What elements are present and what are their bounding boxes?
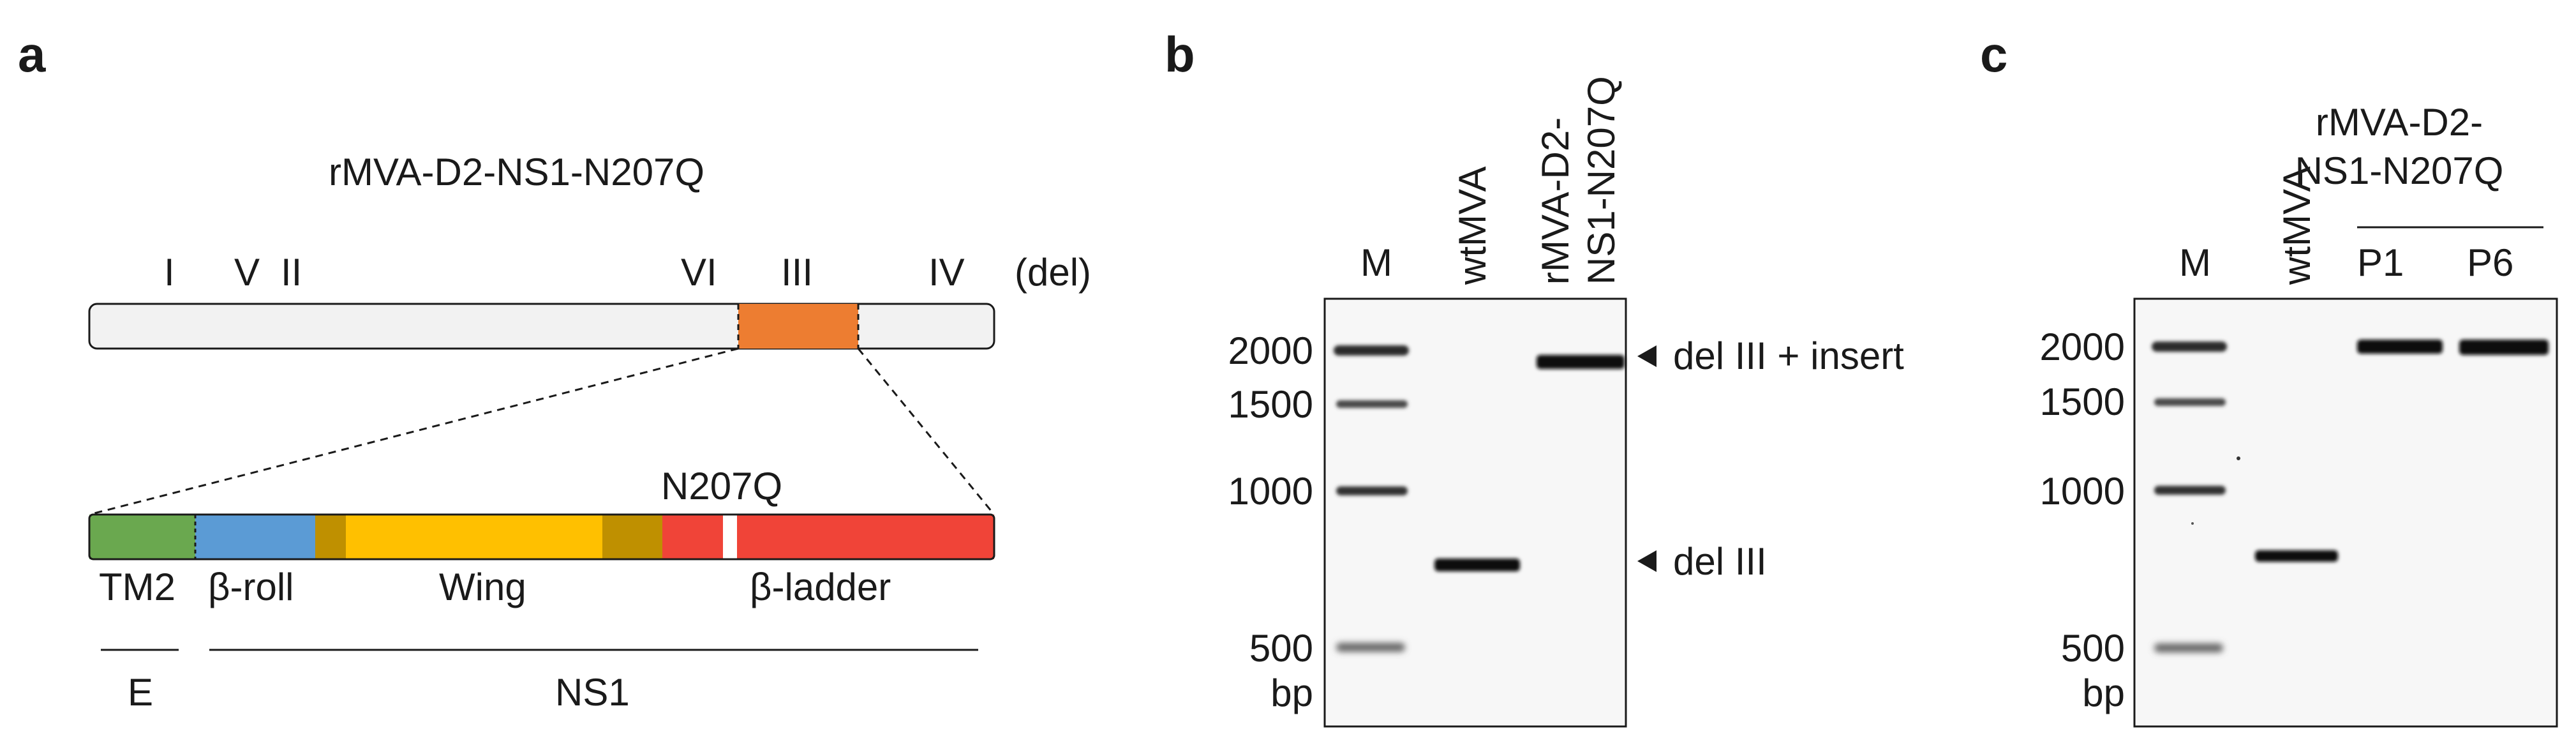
gel-c: [2133, 297, 2558, 728]
gel-speck-2: [2191, 522, 2194, 525]
lane-c-p6-label: P6: [2467, 241, 2513, 284]
group-e: E: [128, 671, 153, 714]
beta-roll-segment: [195, 515, 315, 559]
domain-wing: Wing: [439, 566, 526, 608]
del-site-iii: III: [781, 251, 813, 294]
beta-ladder-segment: [662, 515, 994, 559]
construct-title: rMVA-D2-NS1-N207Q: [329, 151, 704, 193]
marker-tick-500: 500: [1249, 627, 1313, 670]
del-site-ii: II: [281, 251, 302, 294]
zoom-line-right: [857, 348, 995, 515]
band-rmva-insert: [1537, 355, 1625, 369]
insert-domain-bar: [88, 513, 995, 560]
marker-tick-1500: 1500: [1228, 383, 1313, 426]
group-ns1: NS1: [555, 671, 630, 714]
wing-segment: [346, 515, 602, 559]
marker-band-1500: [1336, 400, 1408, 408]
marker-tick-1000: 1000: [1228, 470, 1313, 513]
panel-c: c rMVA-D2- NS1-N207Q M wtMVA P1 P6 2000 …: [1980, 26, 2558, 728]
band-wtmva-del-iii: [1434, 559, 1520, 571]
panel-b-label: b: [1165, 26, 1195, 82]
c-marker-tick-1500: 1500: [2040, 380, 2125, 423]
mutation-label: N207Q: [661, 465, 782, 508]
domain-beta-roll: β-roll: [208, 566, 294, 608]
annotation-del-iii: del III: [1673, 540, 1767, 583]
linker-segment-1: [315, 515, 346, 559]
marker-band-1000: [1336, 486, 1408, 495]
tm2-segment: [89, 515, 195, 559]
del-site-vi: VI: [681, 251, 717, 294]
lane-marker-label: M: [1360, 241, 1392, 284]
group-header-line1: rMVA-D2-: [2316, 101, 2483, 144]
c-marker-band-1500: [2154, 398, 2226, 406]
c-marker-tick-500: 500: [2061, 627, 2125, 670]
c-band-wtmva: [2255, 550, 2338, 562]
annotation-del-iii-insert: del III + insert: [1673, 335, 1904, 377]
arrowhead-insert: [1637, 345, 1657, 367]
linker-segment-2: [602, 515, 662, 559]
arrowhead-del-iii: [1637, 550, 1657, 572]
lane-c-p1-label: P1: [2357, 241, 2404, 284]
del-site-i: I: [164, 251, 175, 294]
c-marker-band-2000: [2152, 342, 2227, 352]
del-site-v: V: [234, 251, 260, 294]
panel-a: a rMVA-D2-NS1-N207Q I V II VI III IV (de…: [18, 26, 1091, 714]
domain-tm2: TM2: [99, 566, 175, 608]
panel-b: b M wtMVA rMVA-D2- NS1-N207Q 2000 1500 1…: [1165, 26, 1904, 728]
del-iii-insert-site: [738, 304, 858, 349]
lane-c-wtmva-label: wtMVA: [2275, 166, 2318, 285]
panel-a-label: a: [18, 26, 46, 82]
zoom-line-left: [89, 347, 739, 516]
n207q-site-marker: [723, 515, 737, 559]
c-band-p1: [2357, 340, 2443, 354]
marker-tick-2000: 2000: [1228, 329, 1313, 372]
c-marker-tick-1000: 1000: [2040, 470, 2125, 513]
gel-speck-1: [2237, 456, 2240, 460]
del-site-iv: IV: [928, 251, 965, 294]
c-marker-tick-2000: 2000: [2040, 326, 2125, 368]
c-marker-band-1000: [2154, 486, 2226, 495]
marker-band-2000: [1334, 345, 1409, 356]
del-legend: (del): [1015, 251, 1091, 294]
c-band-p6: [2459, 340, 2549, 355]
c-marker-band-500: [2154, 643, 2223, 652]
lane-wtmva-label: wtMVA: [1451, 166, 1494, 285]
domain-beta-ladder: β-ladder: [750, 566, 891, 608]
unit-bp-c: bp: [2082, 672, 2125, 714]
gel-b: [1323, 297, 1627, 728]
lane-rmva-label-line2: NS1-N207Q: [1580, 76, 1623, 285]
domain-bar-outline: [88, 513, 995, 560]
lane-rmva-label-line1: rMVA-D2-: [1534, 117, 1577, 285]
panel-c-label: c: [1980, 26, 2007, 82]
lane-c-marker-label: M: [2179, 241, 2211, 284]
unit-bp-b: bp: [1270, 672, 1313, 714]
group-header-line2: NS1-N207Q: [2295, 149, 2504, 192]
marker-band-500: [1336, 643, 1405, 652]
